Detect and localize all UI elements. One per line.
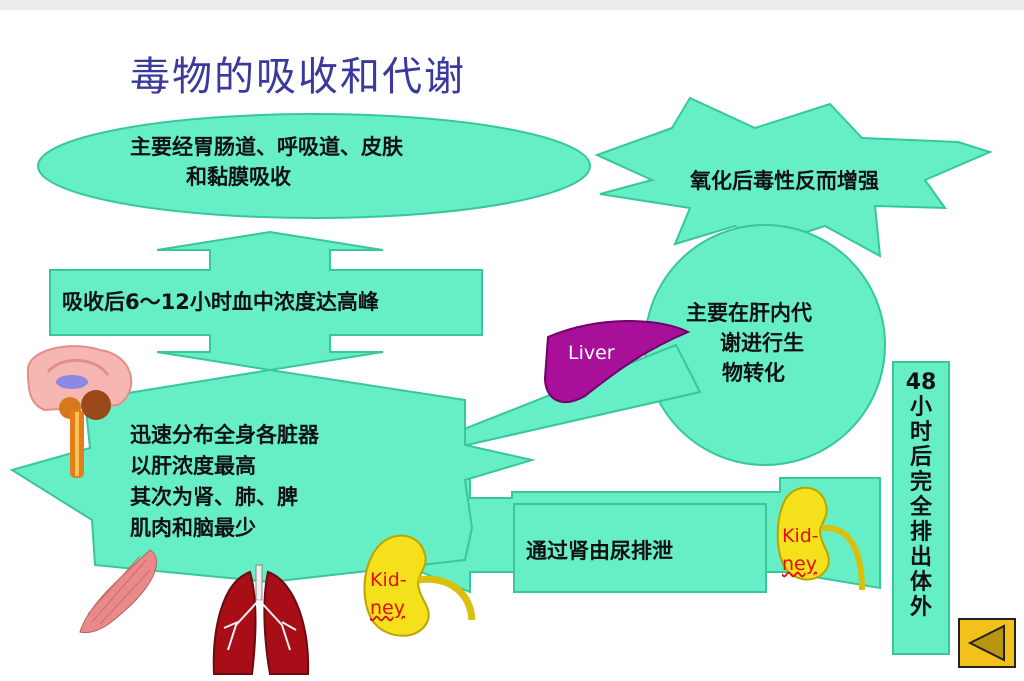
liver-metabolism-text: 主要在肝内代 谢进行生 物转化 [686,298,812,388]
absorption-text: 主要经胃肠道、呼吸道、皮肤 和黏膜吸收 [130,132,403,192]
liver-icon [543,320,691,403]
kidney-label-left-line-1: Kid- [370,569,407,591]
kidney-label-left-line-2: ney [370,597,405,619]
back-button[interactable] [958,618,1016,668]
distribution-line-2: 以肝浓度最高 [130,454,256,478]
absorption-line-1: 主要经胃肠道、呼吸道、皮肤 [130,135,403,159]
complete-excretion-char: 出 [909,545,932,570]
oxidation-starburst [594,96,993,258]
peak-text: 吸收后6～12小时血中浓度达高峰 [62,290,379,314]
muscle-icon [79,549,157,634]
liver-metabolism-line-1: 主要在肝内代 [686,301,812,325]
lungs-icon [212,564,310,675]
complete-excretion-text: 48 小 时 后 完 全 排 出 体 外 [898,370,944,620]
distribution-line-1: 迅速分布全身各脏器 [130,423,319,447]
complete-excretion-char: 外 [909,595,932,620]
kidney-label-left: Kid- ney [370,566,407,622]
kidney-icon-right [776,486,865,591]
complete-excretion-char: 全 [909,495,932,520]
back-arrow-icon [967,624,1005,662]
distribution-text: 迅速分布全身各脏器 以肝浓度最高 其次为肾、肺、脾 肌肉和脑最少 [130,420,319,544]
complete-excretion-char: 体 [909,570,932,595]
top-band [0,0,1024,10]
vertical-double-arrow [49,230,483,372]
distribution-line-4: 肌肉和脑最少 [130,516,256,540]
brain-icon [26,345,133,478]
kidney-icon-left [363,534,476,637]
complete-excretion-char: 完 [909,470,932,495]
distribution-line-3: 其次为肾、肺、脾 [130,485,298,509]
complete-excretion-char: 后 [909,445,932,470]
excretion-box [513,503,767,593]
complete-excretion-char: 48 [905,370,937,395]
page-title: 毒物的吸收和代谢 [130,54,466,100]
liver-metabolism-line-3: 物转化 [722,361,785,385]
oxidation-text: 氧化后毒性反而增强 [690,169,879,193]
liver-metabolism-line-2: 谢进行生 [720,331,804,355]
complete-excretion-box [892,361,950,655]
complete-excretion-char: 时 [909,420,932,445]
absorption-line-2: 和黏膜吸收 [186,165,291,189]
kidney-label-right: Kid- ney [782,522,819,578]
complete-excretion-char: 小 [909,395,932,420]
liver-label: Liver [568,342,615,364]
complete-excretion-char: 排 [909,520,932,545]
excretion-text: 通过肾由尿排泄 [526,539,673,563]
absorption-ellipse [37,113,591,219]
kidney-label-right-line-2: ney [782,553,817,575]
kidney-label-right-line-1: Kid- [782,525,819,547]
